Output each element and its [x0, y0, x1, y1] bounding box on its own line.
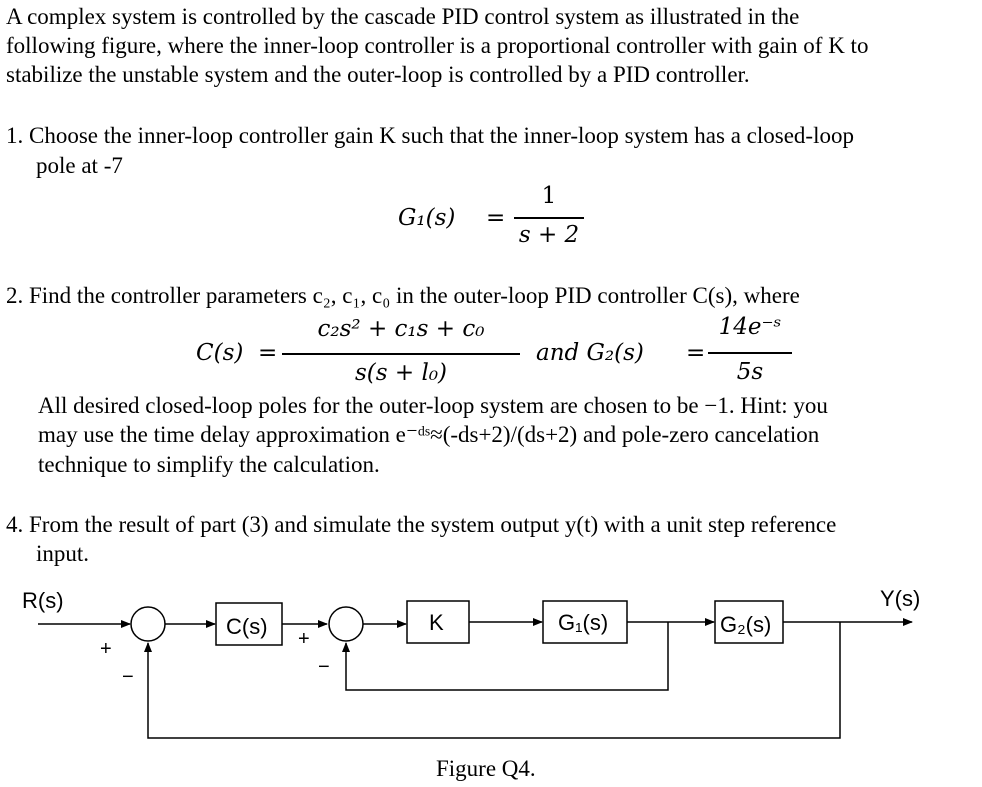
- intro-line-3: stabilize the unstable system and the ou…: [6, 62, 750, 87]
- g2-lhs: and G₂(s): [536, 340, 644, 366]
- c-fraction-bar: [282, 353, 520, 355]
- g1-lhs: G₁(s): [398, 205, 456, 231]
- g2-equals: =: [686, 340, 706, 366]
- summing-junction-inner: [328, 606, 364, 642]
- input-label: R(s): [22, 588, 64, 613]
- c-denominator: s(s + l₀): [354, 360, 448, 386]
- controller-c-label: C(s): [226, 614, 268, 639]
- g1-numerator: 1: [541, 183, 557, 209]
- intro-line-2: following figure, where the inner-loop c…: [6, 33, 869, 58]
- outer-feedback-path: [144, 622, 841, 739]
- intro-line-1: A complex system is controlled by the ca…: [6, 4, 800, 29]
- output-label: Y(s): [880, 586, 920, 611]
- g2-denominator: 5s: [736, 359, 764, 385]
- sum1-minus-sign: −: [122, 666, 134, 688]
- g1-denominator: s + 2: [518, 222, 580, 248]
- q4-line-2: input.: [36, 541, 90, 566]
- gain-k-block: [406, 600, 470, 644]
- plant-g1-block: [542, 600, 628, 644]
- c-numerator: c₂s² + c₁s + c₀: [317, 316, 485, 342]
- sum2-plus-sign: +: [298, 628, 310, 650]
- sum1-plus-sign: +: [100, 638, 112, 660]
- gain-k-label: K: [429, 610, 444, 635]
- sum2-minus-sign: −: [318, 656, 330, 678]
- q1-line-1: 1. Choose the inner-loop controller gain…: [6, 123, 854, 148]
- q2-line-1: 2. Find the controller parameters c₂, c₁…: [6, 283, 800, 308]
- controller-c-block: [215, 602, 283, 646]
- q2-line-4: technique to simplify the calculation.: [38, 452, 380, 477]
- g2-numerator: 14e⁻ˢ: [718, 314, 782, 340]
- plant-g2-block: [714, 600, 784, 644]
- inner-feedback-path: [342, 622, 669, 691]
- g1-equals: =: [486, 205, 506, 231]
- q2-line-2: All desired closed-loop poles for the ou…: [38, 393, 828, 418]
- g1-fraction-bar: [514, 217, 584, 219]
- g2-fraction-bar: [708, 352, 792, 354]
- q2-line-3: may use the time delay approximation e⁻ᵈ…: [38, 422, 820, 447]
- block-diagram: R(s) Y(s) + − C(s) + − K G₁(s) G₂(s): [22, 586, 920, 739]
- plant-g1-label: G₁(s): [558, 610, 608, 635]
- q1-line-2: pole at -7: [36, 153, 123, 178]
- q4-line-1: 4. From the result of part (3) and simul…: [6, 512, 837, 537]
- summing-junction-outer: [130, 606, 166, 642]
- plant-g2-label: G₂(s): [720, 612, 771, 637]
- intro-paragraph: A complex system is controlled by the ca…: [6, 2, 976, 89]
- c-lhs: C(s): [196, 340, 244, 366]
- figure-caption: Figure Q4.: [436, 756, 536, 781]
- c-equals: =: [258, 340, 278, 366]
